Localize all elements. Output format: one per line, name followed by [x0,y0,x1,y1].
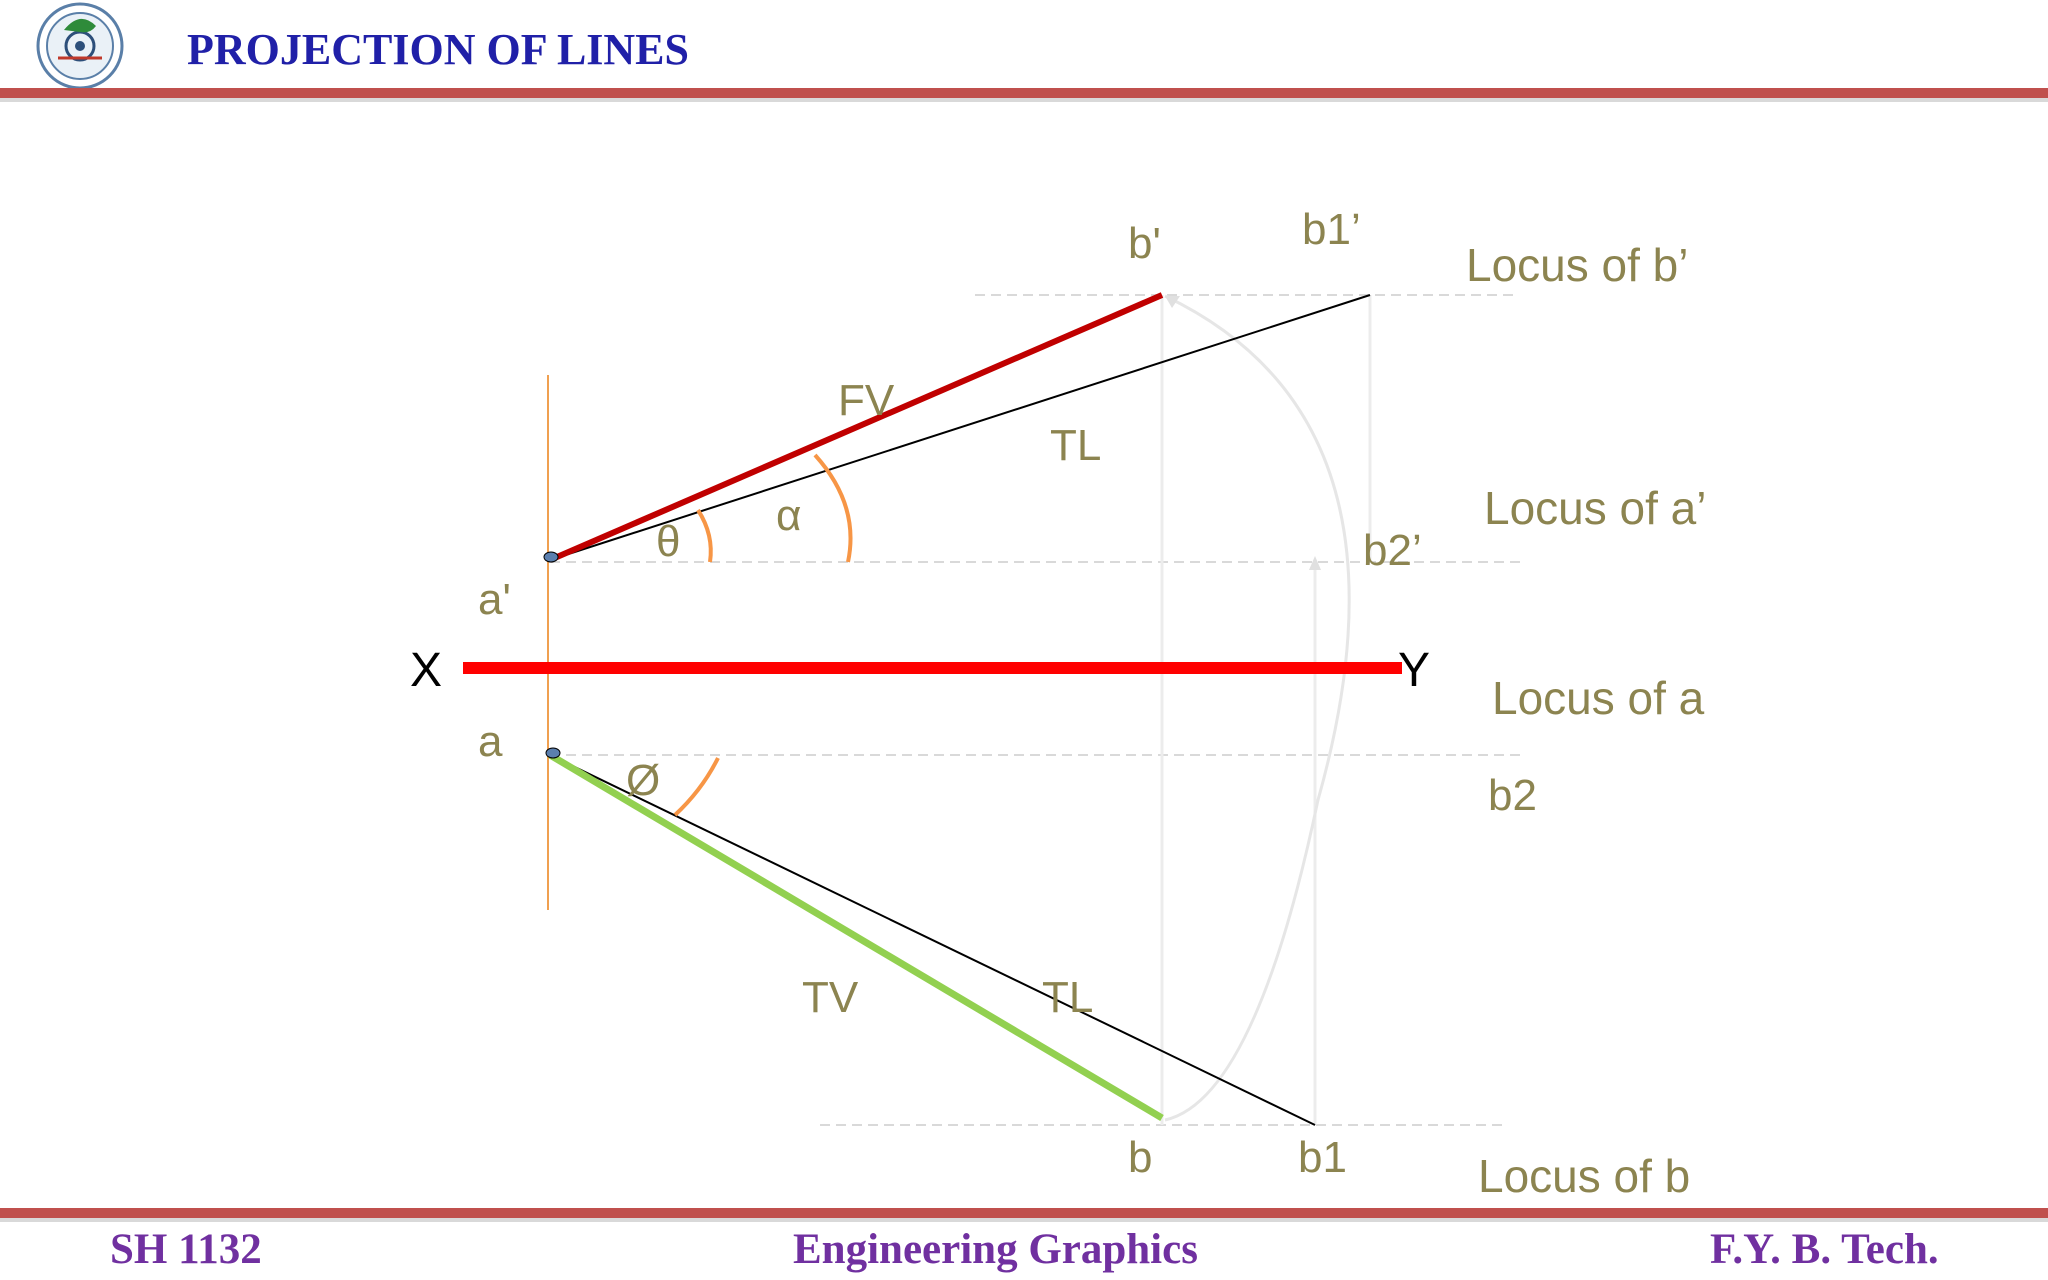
header-rule [0,88,2048,98]
label-b1-prime: b1’ [1302,205,1361,254]
label-a: a [478,717,503,766]
page-title: PROJECTION OF LINES [187,25,690,74]
label-locus-b-prime: Locus of b’ [1466,239,1688,291]
label-fv: FV [838,376,895,425]
arrow-arc-top [1165,296,1180,308]
label-b2: b2 [1488,771,1537,820]
true-length-front [549,294,1371,561]
y-label: Y [1398,644,1430,697]
theta-arc [696,508,713,563]
true-length-top [549,754,1316,1126]
label-alpha: α [776,491,801,540]
label-b1: b1 [1298,1133,1347,1182]
label-locus-a-prime: Locus of a’ [1484,482,1706,534]
x-label: X [410,644,442,697]
label-b2-prime: b2’ [1363,526,1422,575]
subject-name: Engineering Graphics [793,1226,1198,1273]
label-tv: TV [802,973,859,1022]
phi-arc [673,757,720,817]
label-theta: θ [656,517,680,566]
label-b: b [1128,1133,1152,1182]
label-locus-a: Locus of a [1492,672,1705,724]
point-a [545,747,561,759]
class-name: F.Y. B. Tech. [1710,1226,1939,1273]
label-b-prime: b' [1128,219,1161,268]
footer-rule-shadow [0,1218,2048,1222]
label-locus-b: Locus of b [1478,1150,1690,1202]
top-view-line [548,751,1164,1122]
front-view-line [548,292,1164,563]
alpha-arc [813,453,853,563]
institute-logo [34,0,126,92]
point-a-prime [543,551,559,563]
rotation-arc [1164,294,1351,1122]
label-tl-top: TL [1042,973,1093,1022]
arrow-up-b2 [1309,556,1321,570]
label-phi: Ø [626,756,660,805]
footer-rule [0,1208,2048,1218]
label-tl-front: TL [1050,421,1101,470]
header-rule-shadow [0,98,2048,102]
label-a-prime: a' [478,575,511,624]
course-code: SH 1132 [110,1226,262,1273]
